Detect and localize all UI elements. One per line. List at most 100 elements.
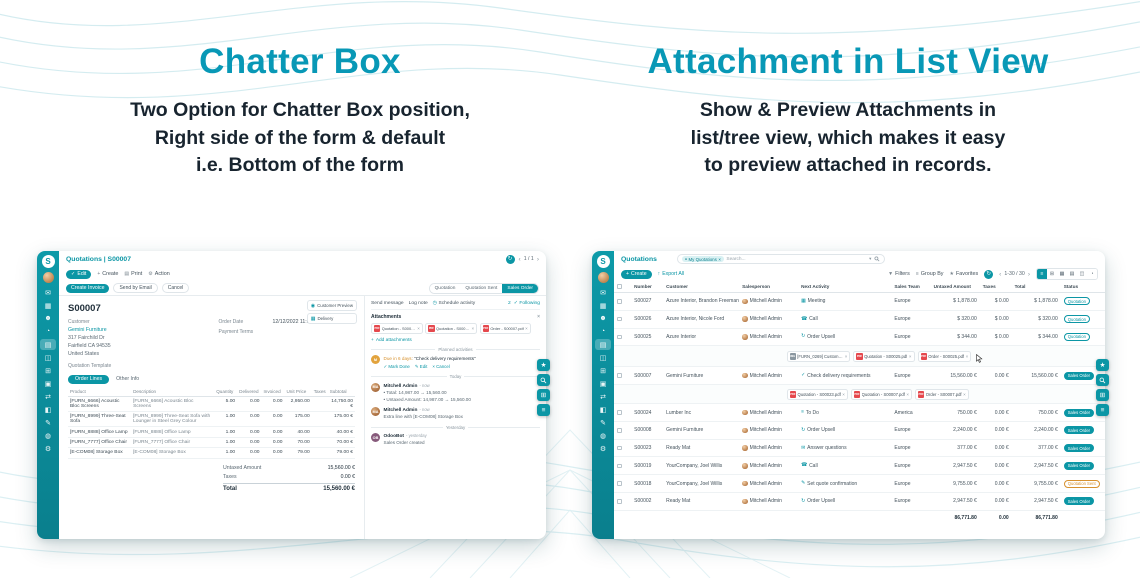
order-line-row[interactable]: [FURN_6666] Acoustic Bloc Screens [FURN_… <box>68 396 355 413</box>
sidebar-app-icon[interactable]: ◍ <box>599 432 607 440</box>
table-row[interactable]: S00007 Gemini Furniture Mitchell Admin ✓… <box>614 366 1105 386</box>
print-button[interactable]: ▤Print <box>124 271 143 277</box>
sidebar-app-icon[interactable]: ▣ <box>599 380 607 388</box>
fab-apps-button[interactable]: ⊞ <box>1096 389 1109 401</box>
table-row[interactable]: S00026 Azure Interior, Nicole Ford Mitch… <box>614 310 1105 329</box>
remove-attachment-icon[interactable]: × <box>965 353 969 359</box>
tab-other-info[interactable]: Other Info <box>116 376 140 383</box>
row-checkbox[interactable] <box>617 428 622 433</box>
sidebar-app-icon[interactable]: ◫ <box>44 354 52 362</box>
remove-attachment-icon[interactable]: × <box>906 391 910 397</box>
table-row[interactable]: S00018 YourCompany, Joel Willis Mitchell… <box>614 474 1105 494</box>
sidebar-app-icon[interactable]: ⚙ <box>44 445 52 453</box>
send-message-button[interactable]: Send message <box>371 300 404 306</box>
fab-search-button[interactable] <box>1096 374 1109 386</box>
sidebar-app-icon[interactable]: ▣ <box>44 380 52 388</box>
favorites-button[interactable]: ★Favorites <box>949 271 979 277</box>
sidebar-app-icon[interactable]: ✉ <box>45 289 51 297</box>
tab-order-lines[interactable]: Order Lines <box>68 374 110 384</box>
pager-prev-icon[interactable]: ‹ <box>518 255 521 263</box>
remove-attachment-icon[interactable]: × <box>844 353 848 359</box>
refresh-button[interactable]: ↻ <box>984 269 994 279</box>
customer-link[interactable]: Gemini Furniture <box>68 326 107 333</box>
status-pill[interactable]: Sales Order <box>502 283 538 293</box>
search-input[interactable]: ●My Quotations× Search... ▾ <box>676 253 885 265</box>
fab-menu-button[interactable]: ≡ <box>537 404 550 416</box>
edit-activity-button[interactable]: ✎ Edit <box>414 363 428 369</box>
fab-favorite-button[interactable]: ★ <box>537 359 550 371</box>
sidebar-app-icon[interactable]: ▦ <box>44 302 52 310</box>
action-button[interactable]: ⚙Action <box>148 271 170 277</box>
status-pill[interactable]: Quotation Sent <box>460 283 503 293</box>
remove-attachment-icon[interactable]: × <box>963 391 966 397</box>
search-facet[interactable]: ●My Quotations× <box>681 256 724 262</box>
pager-prev-icon[interactable]: ‹ <box>999 270 1002 278</box>
sidebar-app-icon[interactable]: ⚙ <box>599 445 607 453</box>
view-switcher-button[interactable]: ◫ <box>1077 269 1087 279</box>
breadcrumb[interactable]: Quotations <box>621 255 657 263</box>
remove-attachment-icon[interactable]: × <box>842 391 845 397</box>
order-line-row[interactable]: [FURN_8888] Office Lamp [FURN_8888] Offi… <box>68 426 355 438</box>
attachment-chip[interactable]: IMG[FURN_0269] Customiz...× <box>786 350 851 362</box>
close-icon[interactable]: × <box>537 314 540 320</box>
chevron-down-icon[interactable]: ▾ <box>869 256 872 261</box>
customer-preview-button[interactable]: ◉Customer Preview <box>306 300 357 311</box>
filters-button[interactable]: ▼Filters <box>888 271 910 277</box>
row-checkbox[interactable] <box>617 299 622 304</box>
cancel-activity-button[interactable]: × Cancel <box>432 363 450 369</box>
followers-count[interactable]: 2 <box>507 300 511 306</box>
row-checkbox[interactable] <box>617 481 622 486</box>
sidebar-app-icon[interactable]: ✎ <box>600 419 606 427</box>
pager-next-icon[interactable]: › <box>1027 270 1030 278</box>
sidebar-app-icon[interactable]: ⇄ <box>600 393 606 401</box>
sidebar-app-icon[interactable]: ◫ <box>599 354 607 362</box>
sidebar-app-icon[interactable]: ▦ <box>599 302 607 310</box>
view-switcher-button[interactable]: ≡ <box>1037 269 1047 279</box>
remove-attachment-icon[interactable]: × <box>525 326 528 331</box>
fab-favorite-button[interactable]: ★ <box>1096 359 1109 371</box>
remove-attachment-icon[interactable]: × <box>908 353 912 359</box>
sidebar-app-icon[interactable]: ◔ <box>45 328 51 335</box>
row-checkbox[interactable] <box>617 316 622 322</box>
send-by-email-button[interactable]: Send by Email <box>113 283 158 293</box>
view-switcher-button[interactable]: ◔ <box>1087 269 1097 279</box>
view-switcher-button[interactable]: ▤ <box>1067 269 1077 279</box>
fab-apps-button[interactable]: ⊞ <box>537 389 550 401</box>
order-date-value[interactable]: 12/12/2022 11:05:23 <box>272 319 320 325</box>
sidebar-app-icon[interactable]: ◔ <box>600 328 606 335</box>
sidebar-app-icon[interactable]: ◍ <box>44 432 52 440</box>
fab-menu-button[interactable]: ≡ <box>1096 404 1109 416</box>
sidebar-app-icon[interactable]: ◧ <box>599 406 607 414</box>
create-invoice-button[interactable]: Create Invoice <box>66 283 110 293</box>
row-checkbox[interactable] <box>617 334 622 340</box>
breadcrumb[interactable]: Quotations | S00007 <box>66 255 131 263</box>
remove-attachment-icon[interactable]: × <box>471 326 475 331</box>
cancel-button[interactable]: Cancel <box>161 283 190 293</box>
remove-attachment-icon[interactable]: × <box>417 326 420 331</box>
table-row[interactable]: S00002 Ready Mat Mitchell Admin ↻Order U… <box>614 492 1105 511</box>
row-checkbox[interactable] <box>617 445 622 451</box>
pager-next-icon[interactable]: › <box>536 255 539 263</box>
sidebar-app-icon[interactable]: ✉ <box>600 289 606 297</box>
row-checkbox[interactable] <box>617 410 622 415</box>
table-row[interactable]: S00023 Ready Mat Mitchell Admin ✉Answer … <box>614 439 1105 458</box>
status-pill[interactable]: Quotation <box>429 283 461 293</box>
sidebar-app-icon[interactable]: ✎ <box>45 419 51 427</box>
view-switcher-button[interactable]: ▦ <box>1057 269 1067 279</box>
sidebar-app-icon[interactable]: ▤ <box>40 339 56 350</box>
fab-search-button[interactable] <box>537 374 550 386</box>
row-checkbox[interactable] <box>617 499 622 504</box>
table-row[interactable]: S00024 Lumber Inc Mitchell Admin ≡To Do … <box>614 403 1105 422</box>
sidebar-app-icon[interactable]: ☻ <box>599 315 607 322</box>
sidebar-app-icon[interactable]: ⊞ <box>600 367 606 375</box>
sidebar-app-icon[interactable]: ◧ <box>44 406 52 414</box>
mark-done-button[interactable]: ✓ Mark Done <box>383 363 410 369</box>
group-by-button[interactable]: ≡Group By <box>915 271 944 277</box>
